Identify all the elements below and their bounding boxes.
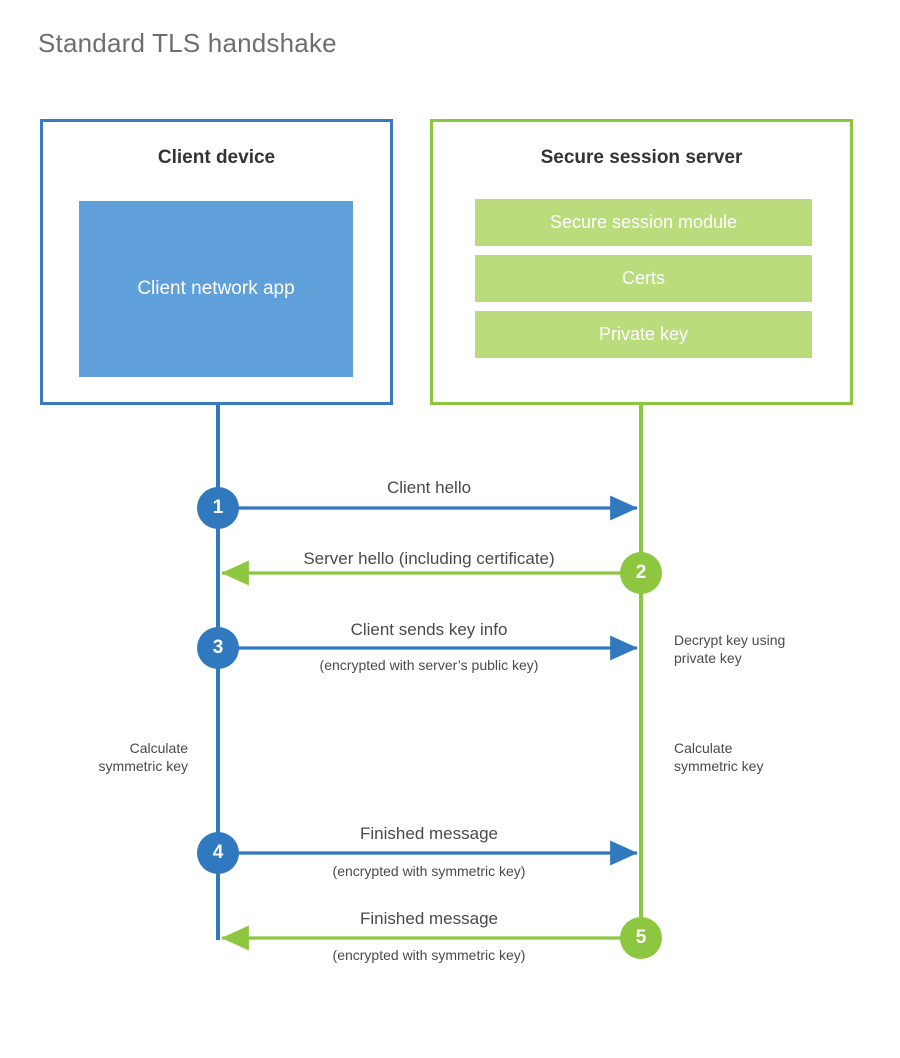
note-calculate-symmetric-key-client: Calculate symmetric key	[98, 740, 188, 774]
secure-session-server-box: Secure session server Secure session mod…	[430, 119, 853, 405]
step-marker-1[interactable]: 1	[197, 487, 239, 529]
server-component-label: Private key	[598, 324, 689, 344]
message-label-step-5: Finished message	[360, 909, 498, 928]
message-sublabel-step-3: (encrypted with server’s public key)	[319, 657, 539, 673]
server-component-list: Secure session module Certs Private key	[475, 199, 812, 367]
message-label-step-3: Client sends key info	[350, 620, 508, 639]
server-component-secure-session-module: Secure session module	[475, 199, 812, 246]
step-marker-3[interactable]: 3	[197, 627, 239, 669]
step-marker-2[interactable]: 2	[620, 552, 662, 594]
client-device-title: Client device	[157, 147, 276, 168]
message-sublabel-step-4: (encrypted with symmetric key)	[332, 863, 526, 879]
client-device-box: Client device Client network app	[40, 119, 393, 405]
message-label-step-1: Client hello	[386, 478, 472, 497]
step-marker-5[interactable]: 5	[620, 917, 662, 959]
server-component-private-key: Private key	[475, 311, 812, 358]
client-network-app-label: Client network app	[137, 278, 295, 300]
server-component-label: Secure session module	[549, 212, 738, 232]
client-network-app-block: Client network app	[79, 201, 353, 377]
message-label-step-2: Server hello (including certificate)	[303, 549, 555, 568]
step-marker-4[interactable]: 4	[197, 832, 239, 874]
message-label-step-4: Finished message	[360, 824, 498, 843]
message-sublabel-step-5: (encrypted with symmetric key)	[332, 947, 526, 963]
page-title: Standard TLS handshake	[38, 28, 337, 58]
note-calculate-symmetric-key-server: Calculate symmetric key	[674, 740, 764, 774]
server-component-label: Certs	[621, 268, 665, 288]
note-decrypt-key: Decrypt key using private key	[674, 632, 786, 666]
server-component-certs: Certs	[475, 255, 812, 302]
secure-session-server-title: Secure session server	[540, 147, 743, 168]
